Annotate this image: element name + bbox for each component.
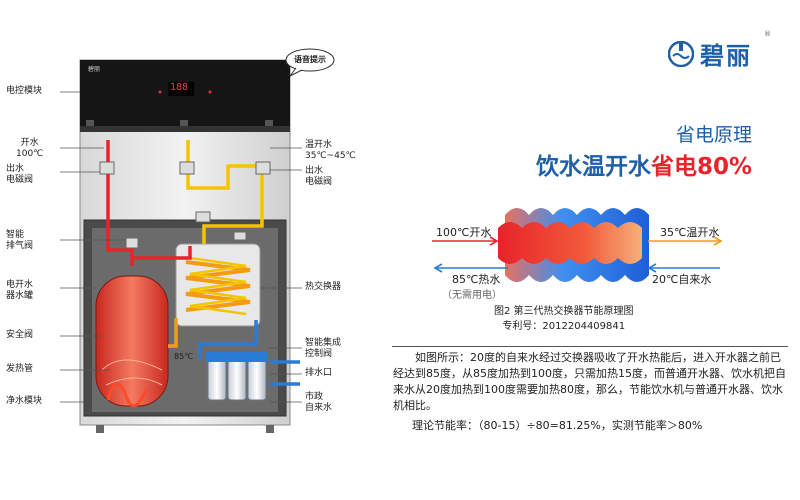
label-in-cold: 20℃自来水 <box>652 273 712 286</box>
label-tap-water: 市政自来水 <box>305 392 333 413</box>
panel-logo: 碧丽 <box>88 66 101 73</box>
temp-85-label: 85℃ <box>174 352 194 361</box>
registered-mark: ® <box>764 30 771 38</box>
label-purify-module: 净水模块 <box>6 396 43 406</box>
savings-rate: 理论节能率：（80-15）÷80=81.25%，实测节能率＞80% <box>412 419 703 432</box>
filter-module <box>206 352 268 401</box>
headline-principle: 省电原理 <box>676 124 753 146</box>
label-heat-exchanger: 热交换器 <box>305 282 342 292</box>
label-water-tank: 电开水器水罐 <box>6 280 34 301</box>
brand-logo: 碧丽 <box>668 36 752 71</box>
label-heating-tube: 发热管 <box>6 364 34 374</box>
label-safety-valve: 安全阀 <box>6 330 34 340</box>
voice-bubble <box>285 48 335 72</box>
brand-name: 碧丽 <box>700 42 752 70</box>
headline-savings: 饮水温开水省电80% <box>536 154 753 180</box>
label-outlet-valve-right: 出水电磁阀 <box>305 166 333 187</box>
label-control-module: 电控模块 <box>6 86 43 96</box>
divider <box>392 346 788 347</box>
label-out-hot: 85℃热水 <box>452 273 501 286</box>
hot-water-tank <box>95 275 169 407</box>
label-out-warm: 35℃温开水 <box>660 226 720 239</box>
explanation-paragraph: 如图所示：20度的自来水经过交换器吸收了开水热能后，进入开水器之前已经达到85度… <box>393 351 786 412</box>
label-no-power: （无需用电） <box>442 290 502 301</box>
label-control-valve: 智能集成控制阀 <box>305 338 342 359</box>
figure-caption: 图2 第三代热交换器节能原理图 专利号：2012204409841 <box>494 306 634 332</box>
label-outlet-valve-left: 出水电磁阀 <box>6 164 34 185</box>
label-in-boiling: 100℃开水 <box>436 226 492 239</box>
voice-bubble-text: 语音提示 <box>294 55 326 64</box>
water-drop-icon <box>668 40 694 67</box>
display-digits: 188 <box>170 82 189 93</box>
label-drain: 排水口 <box>305 368 333 378</box>
label-air-vent: 智能排气阀 <box>6 230 34 251</box>
